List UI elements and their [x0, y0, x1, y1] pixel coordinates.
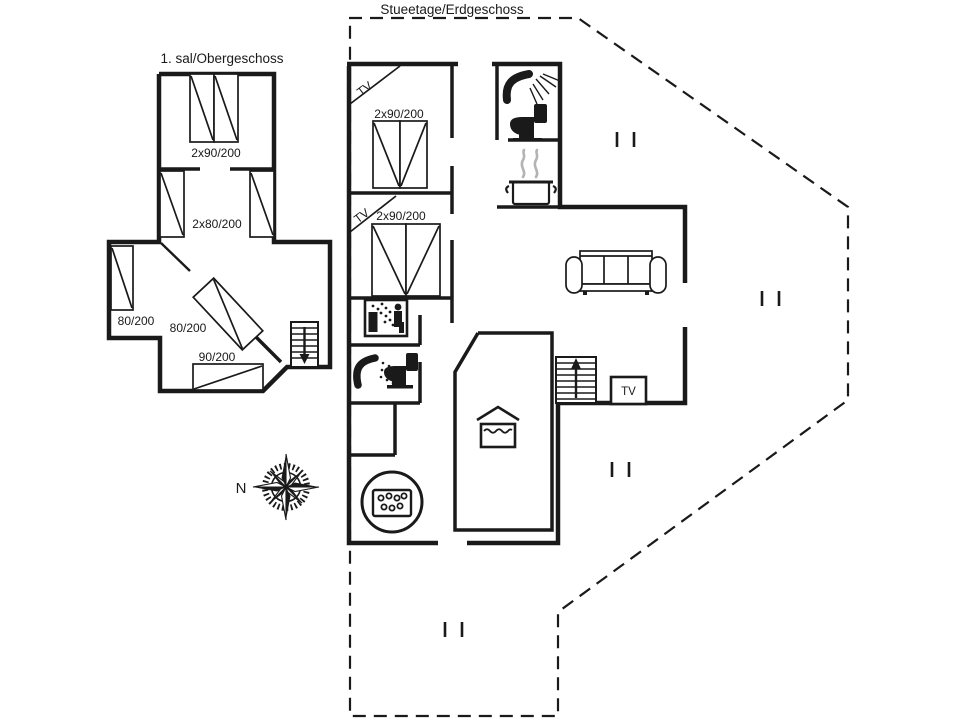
bed-size-label: 80/200 — [170, 321, 207, 335]
tv-corner-line — [349, 195, 397, 233]
upper-floor-plan: 1. sal/Obergeschoss 2x90/200 2x80/200 8 — [106, 51, 333, 394]
bed-size-label: 2x80/200 — [192, 217, 242, 231]
upper-bottom-bed-icon — [192, 363, 264, 391]
ground-bedroom2: TV 2x90/200 — [349, 195, 441, 297]
tv-corner-line — [349, 65, 401, 105]
upper-twin-beds-icon — [159, 170, 275, 238]
shower-icon — [502, 70, 561, 105]
hot-tub-icon — [360, 470, 424, 534]
tv-label: TV — [354, 79, 375, 99]
cooking-pot-icon — [505, 148, 557, 206]
door-swing-line — [160, 242, 191, 272]
sauna-icon — [363, 298, 409, 338]
bed-size-label: 2x90/200 — [374, 107, 424, 121]
tv-label: TV — [351, 206, 372, 226]
terrace-post-marks — [443, 132, 781, 637]
indoor-pool-icon — [476, 405, 520, 449]
upper-outer-walls — [106, 71, 333, 394]
toilet-icon — [510, 104, 547, 142]
toilet-icon — [384, 353, 418, 389]
compass-cardinal-points — [252, 453, 320, 521]
compass-rose-icon: N — [236, 453, 320, 521]
upper-double-bed-icon — [189, 73, 239, 143]
ground-bedroom1: TV 2x90/200 — [349, 65, 428, 189]
upper-diagonal-bed-icon — [192, 276, 264, 352]
ground-floor-plan: Stueetage/Erdgeschoss TV 2x90/200 TV — [346, 2, 850, 718]
bed-size-label: 2x90/200 — [376, 209, 426, 223]
upper-left-bed-icon — [110, 245, 134, 311]
bed-size-label: 80/200 — [118, 314, 155, 328]
upper-floor-title: 1. sal/Obergeschoss — [160, 51, 283, 66]
bed-size-label: 2x90/200 — [191, 146, 241, 160]
pool-room-walls — [453, 331, 554, 532]
sofa-icon — [565, 250, 667, 295]
tv-box: TV — [609, 375, 648, 406]
double-bed-icon — [372, 120, 428, 189]
stairs-up-icon — [555, 356, 597, 404]
terrace-outline — [348, 16, 850, 718]
bed-size-label: 90/200 — [199, 350, 236, 364]
compass-north-label: N — [236, 480, 247, 497]
stairs-down-icon — [290, 321, 319, 368]
ground-floor-title: Stueetage/Erdgeschoss — [380, 2, 524, 17]
tv-label: TV — [621, 386, 636, 398]
bathroom-lower — [353, 353, 418, 389]
double-bed-icon — [371, 223, 441, 297]
bathroom-upper — [502, 70, 561, 142]
